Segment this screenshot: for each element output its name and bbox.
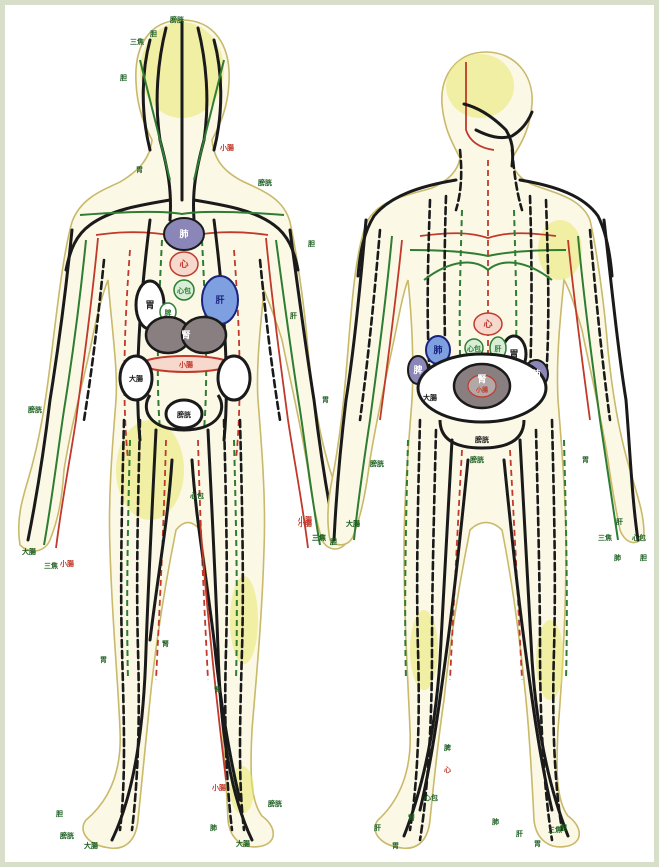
- back-tag-head-top: 膀胱: [169, 15, 184, 24]
- back-tag-knee-right: 腎: [162, 639, 169, 648]
- back-bladder-label: 膀胱: [176, 410, 191, 419]
- front-tag-foot-left-b: 胃: [392, 841, 399, 850]
- back-tag-foot-right-a: 肺: [210, 823, 217, 832]
- back-tag-foot-right-b: 大腸: [236, 839, 250, 848]
- front-tag-ankle-left-c: 心包: [424, 793, 438, 802]
- back-tag-shoulder-right: 膀胱: [257, 178, 272, 187]
- back-large-intestine-r: [218, 356, 250, 400]
- front-tag-hand-left-d: 三焦: [312, 533, 326, 542]
- back-liver-label: 肝: [215, 295, 224, 306]
- front-bladder-label: 膀胱: [474, 435, 489, 444]
- front-tag-hand-right-d: 心包: [632, 533, 646, 542]
- back-figure: 肺 心 心包 胃 肝 脾 腎 小腸 大腸 膀胱 膀胱 三焦 胆 胆 小腸 胃 膀…: [19, 15, 360, 850]
- front-tag-foot-right-c: 胃: [534, 839, 541, 848]
- back-heart-label: 心: [179, 259, 188, 270]
- back-large-intestine-label: 大腸: [129, 374, 143, 383]
- back-tag-arm-right-b: 肝: [290, 311, 297, 320]
- front-tag-hand-right-c: 三焦: [598, 533, 612, 542]
- meridian-diagram: 肺 心 心包 胃 肝 脾 腎 小腸 大腸 膀胱 膀胱 三焦 胆 胆 小腸 胃 膀…: [5, 5, 654, 862]
- front-tag-hand-right-f: 胆: [639, 553, 647, 562]
- back-tag-arm-right-a: 胆: [307, 239, 315, 248]
- back-kidney-label: 腎: [181, 330, 190, 341]
- back-tag-neck-right: 小腸: [219, 143, 234, 152]
- front-lung-l-label: 肺: [433, 344, 442, 356]
- front-tag-foot-right-b: 肝: [516, 829, 523, 838]
- back-tag-hand-left-c: 小腸: [59, 559, 74, 568]
- back-tag-ankle-right-b: 膀胱: [267, 799, 282, 808]
- front-lung-r-label: 肺: [531, 368, 540, 380]
- back-lung-label: 肺: [179, 228, 188, 240]
- back-tag-calf-right: 腎: [214, 685, 221, 694]
- front-tag-foot-left-a: 肝: [374, 823, 381, 832]
- back-tag-ankle-right-a: 小腸: [211, 783, 226, 792]
- front-tag-hand-right-b: 肝: [616, 517, 623, 526]
- back-tag-foot-left-c: 大腸: [84, 841, 98, 850]
- back-spleen-label: 脾: [164, 308, 172, 317]
- back-small-intestine-label: 小腸: [178, 360, 193, 369]
- back-tag-foot-left-b: 膀胱: [59, 831, 74, 840]
- front-stomach-label: 胃: [509, 349, 518, 360]
- back-tag-head-left-top: 三焦: [130, 37, 144, 46]
- front-large-intestine-label: 大腸: [423, 393, 437, 402]
- front-tag-hand-left-b: 小腸: [297, 519, 312, 528]
- back-tag-hand-left-a: 大腸: [22, 547, 36, 556]
- back-tag-head-left-mid: 胆: [149, 29, 157, 38]
- front-tag-hand-left-a: 膀胱: [369, 459, 384, 468]
- front-tag-thigh-mid: 膀胱: [469, 455, 484, 464]
- front-tag-foot-right-a: 肺: [492, 817, 499, 826]
- front-spleen-label: 脾: [412, 364, 422, 376]
- front-tag-hand-right-e: 肺: [614, 553, 621, 562]
- front-heart-label: 心: [483, 319, 492, 330]
- front-tag-ankle-left-a: 脾: [443, 743, 451, 752]
- front-tag-hand-left-c: 大腸: [346, 519, 360, 528]
- front-pericardium-label: 心包: [467, 344, 481, 353]
- back-tag-foot-left-a: 胆: [55, 809, 63, 818]
- back-tag-hip-left: 膀胱: [27, 405, 42, 414]
- front-small-intestine-label: 小腸: [475, 386, 488, 394]
- front-head-glow: [446, 54, 514, 118]
- front-kidney-label: 腎: [477, 374, 486, 385]
- front-tag-hand-left-e: 胆: [329, 537, 337, 546]
- back-pericardium-label: 心包: [177, 286, 191, 295]
- front-tag-foot-right-e: 胆: [559, 823, 567, 832]
- back-stomach-label: 胃: [145, 300, 154, 311]
- back-tag-head-left-low: 胆: [119, 73, 127, 82]
- front-tag-ankle-left-b: 心: [444, 765, 451, 774]
- front-body-outline: [328, 52, 644, 848]
- front-knee-glow-l: [410, 610, 438, 690]
- back-tag-arm-right-c: 胃: [322, 395, 329, 404]
- front-figure: 心 心包 肺 肺 胃 肝 脾 腎 小腸 大腸 膀胱 膀胱 小腸 大腸 三焦 胆 …: [297, 52, 647, 850]
- back-tag-knee-left: 胃: [100, 655, 107, 664]
- front-liver-label: 肝: [495, 344, 502, 353]
- front-tag-ankle-left-d: 腎: [408, 813, 415, 822]
- back-tag-shoulder-left: 胃: [136, 165, 143, 174]
- back-tag-hand-left-b: 三焦: [44, 561, 58, 570]
- back-tag-crotch: 心包: [190, 491, 204, 500]
- front-tag-hand-right-a: 胃: [582, 455, 589, 464]
